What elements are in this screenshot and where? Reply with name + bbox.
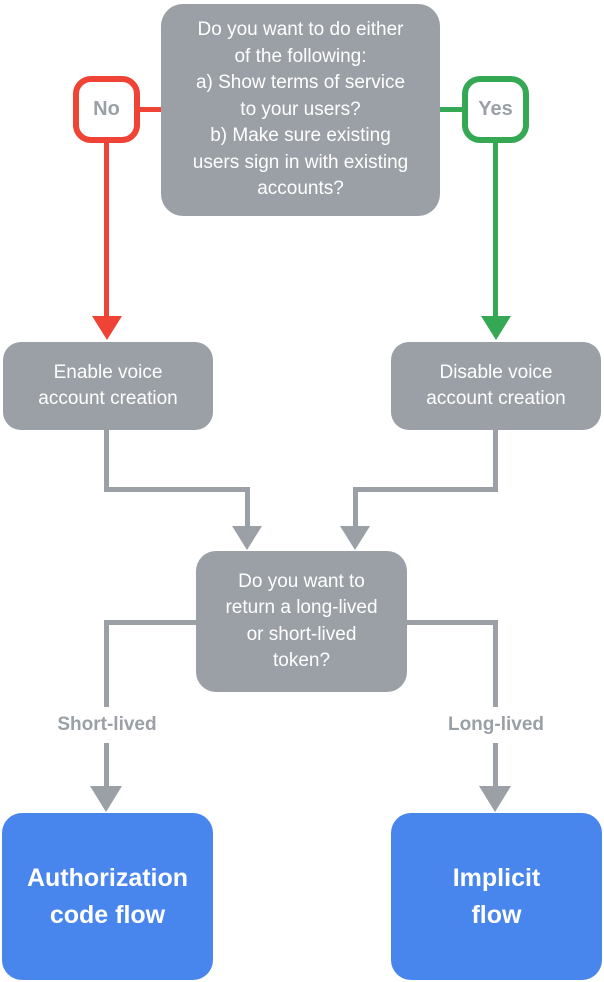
enable-edge-drop — [245, 487, 250, 527]
top-question-node: Do you want to do either of the followin… — [161, 4, 440, 216]
long-lived-edge-vertical — [493, 620, 498, 787]
implicit-flow-node: Implicit flow — [391, 813, 602, 980]
disable-voice-node: Disable voice account creation — [391, 342, 601, 430]
enable-edge-horizontal — [104, 487, 248, 492]
long-lived-edge-horizontal — [407, 620, 498, 625]
disable-edge-drop — [353, 487, 358, 527]
yes-edge-horizontal — [440, 107, 462, 112]
no-edge-vertical — [104, 143, 109, 317]
short-lived-edge-label: Short-lived — [22, 707, 192, 743]
arrow-down-icon — [232, 526, 262, 550]
enable-voice-node: Enable voice account creation — [3, 342, 213, 430]
yes-badge: Yes — [462, 76, 529, 143]
no-edge-horizontal — [140, 107, 161, 112]
enable-edge-vertical — [104, 430, 109, 492]
arrow-down-icon — [92, 316, 122, 340]
yes-edge-vertical — [493, 143, 498, 317]
long-lived-edge-label: Long-lived — [411, 707, 581, 743]
arrow-down-icon — [479, 786, 511, 812]
arrow-down-icon — [90, 786, 122, 812]
arrow-down-icon — [481, 316, 511, 340]
token-question-node: Do you want to return a long-lived or sh… — [196, 551, 407, 692]
disable-edge-vertical — [493, 430, 498, 492]
arrow-down-icon — [340, 526, 370, 550]
no-badge: No — [73, 76, 140, 143]
disable-edge-horizontal — [353, 487, 498, 492]
short-lived-edge-horizontal — [104, 620, 196, 625]
short-lived-edge-vertical — [104, 620, 109, 787]
authorization-code-flow-node: Authorization code flow — [2, 813, 213, 980]
